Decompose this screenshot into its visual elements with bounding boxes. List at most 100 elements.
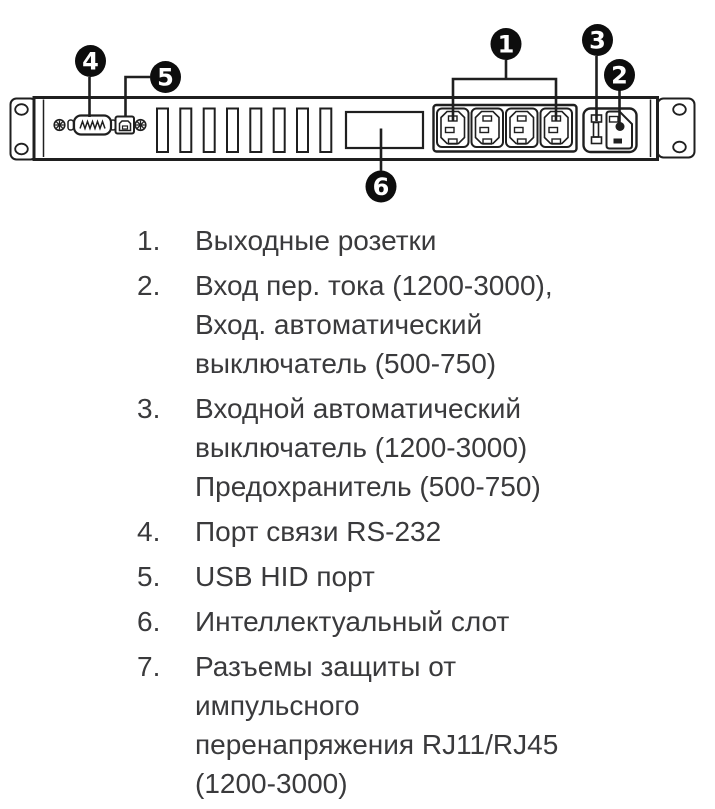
mounting-hole — [14, 103, 29, 116]
right-rack-ear — [656, 97, 696, 159]
outlet-contact — [513, 126, 524, 134]
callout-5-number: 5 — [157, 64, 174, 92]
outlet-contact — [479, 126, 490, 134]
legend-list: 1. Выходные розетки 2. Вход пер. тока (1… — [137, 221, 677, 809]
legend-item-number: 1. — [137, 225, 161, 256]
legend-item: 7. Разъемы защиты от импульсного перенапря… — [137, 647, 677, 803]
legend-line: Интеллектуальный слот — [195, 606, 510, 637]
outlet-face — [474, 110, 500, 145]
ac-inlet — [605, 110, 633, 150]
callout-2-endpoint-dot — [615, 122, 625, 131]
legend-item-text: Выходные розетки — [195, 221, 677, 260]
legend-item: 2. Вход пер. тока (1200-3000), Вход. авто… — [137, 266, 677, 383]
callout-4-number: 4 — [82, 48, 99, 76]
inlet-breaker-group — [582, 107, 638, 154]
outlet-contact — [482, 138, 493, 145]
legend-item: 1. Выходные розетки — [137, 221, 677, 260]
outlet-3 — [505, 107, 539, 148]
legend-item-number: 4. — [137, 516, 161, 547]
legend-item-number: 5. — [137, 561, 161, 592]
legend-line: выключатель (1200-3000) — [195, 432, 528, 463]
outlet-face — [509, 110, 535, 145]
inlet-pin — [608, 115, 619, 123]
legend-item-text: Порт связи RS-232 — [195, 512, 677, 551]
screw-icon — [53, 118, 66, 132]
legend-line: выключатель (500-750) — [195, 348, 497, 379]
outlet-contact — [548, 126, 559, 134]
callout-leaders — [88, 56, 621, 171]
legend-item-text: Разъемы защиты от импульсного перенапряжен… — [195, 647, 677, 803]
callout-5-badge: 5 — [150, 61, 181, 93]
vent-slot — [179, 107, 193, 153]
callout-6-number: 6 — [373, 173, 390, 201]
legend-item: 3. Входной автоматический выключатель (12… — [137, 389, 677, 506]
ac-inlet-face — [605, 110, 633, 150]
output-outlets — [432, 103, 578, 153]
legend-item: 6. Интеллектуальный слот — [137, 602, 677, 641]
vent-slot — [202, 107, 216, 153]
vent-slot — [226, 107, 239, 153]
usb-b-shape — [118, 120, 132, 132]
outlet-contact — [551, 138, 562, 145]
vent-slot — [249, 107, 263, 153]
vent-slot — [156, 107, 169, 153]
outlet-contact — [447, 138, 458, 145]
callout-2-badge: 2 — [604, 59, 635, 91]
legend-item-number: 2. — [137, 270, 161, 301]
outlet-face — [440, 110, 466, 145]
legend-line: Вход пер. тока (1200-3000), — [195, 270, 553, 301]
rs232-port — [67, 114, 117, 136]
db9-pins — [79, 119, 106, 131]
legend-line: (1200-3000) — [195, 768, 348, 799]
legend-item-text: Вход пер. тока (1200-3000), Вход. автомат… — [195, 266, 677, 383]
mounting-hole — [672, 103, 687, 116]
mounting-hole — [14, 142, 29, 156]
legend-item-number: 6. — [137, 606, 161, 637]
usb-contact — [121, 125, 129, 130]
legend-line: USB HID порт — [195, 561, 375, 592]
callout-3-badge: 3 — [582, 24, 613, 56]
legend-item-text: USB HID порт — [195, 557, 677, 596]
legend-line: Порт связи RS-232 — [195, 516, 442, 547]
vent-slot — [272, 107, 286, 153]
outlet-contact — [516, 115, 527, 122]
mounting-hole — [672, 140, 687, 154]
callout-6-badge: 6 — [365, 170, 397, 203]
inlet-pin — [613, 138, 622, 144]
legend-line: Предохранитель (500-750) — [195, 471, 541, 502]
outlet-face — [543, 110, 569, 145]
vent-slot — [319, 107, 333, 153]
outlet-contact — [444, 126, 455, 134]
legend-line: импульсного — [195, 690, 360, 721]
legend-line: Входной автоматический — [195, 393, 522, 424]
callout-leader-1 — [451, 60, 558, 122]
rear-panel-diagram: 1 2 3 4 5 6 — [9, 24, 696, 203]
callout-4-badge: 4 — [75, 45, 106, 77]
callout-3-number: 3 — [589, 27, 606, 55]
vent-slot — [296, 107, 309, 153]
outlet-contact — [516, 138, 527, 145]
legend-item: 5. USB HID порт — [137, 557, 677, 596]
db9-standoff — [67, 119, 75, 131]
db9-body — [72, 114, 113, 136]
legend-item: 4. Порт связи RS-232 — [137, 512, 677, 551]
callout-1-badge: 1 — [490, 28, 522, 60]
legend-item-text: Входной автоматический выключатель (1200-… — [195, 389, 677, 506]
outlet-4 — [539, 107, 573, 148]
input-breaker — [590, 114, 603, 145]
legend-item-number: 7. — [137, 651, 161, 682]
usb-port — [114, 115, 135, 135]
legend-line: Разъемы защиты от — [195, 651, 457, 682]
legend-item-text: Интеллектуальный слот — [195, 602, 677, 641]
legend-line: Вход. автоматический — [195, 309, 483, 340]
screw-icon — [134, 118, 147, 132]
legend-item-number: 3. — [137, 393, 161, 424]
callout-1-number: 1 — [498, 31, 515, 59]
outlet-2 — [470, 107, 504, 148]
legend-line: перенапряжения RJ11/RJ45 — [195, 729, 559, 760]
outlet-contact — [482, 115, 493, 122]
vent-slots — [156, 107, 333, 153]
smart-slot — [344, 110, 425, 150]
callout-leader-5 — [124, 75, 150, 116]
legend-line: Выходные розетки — [195, 225, 437, 256]
